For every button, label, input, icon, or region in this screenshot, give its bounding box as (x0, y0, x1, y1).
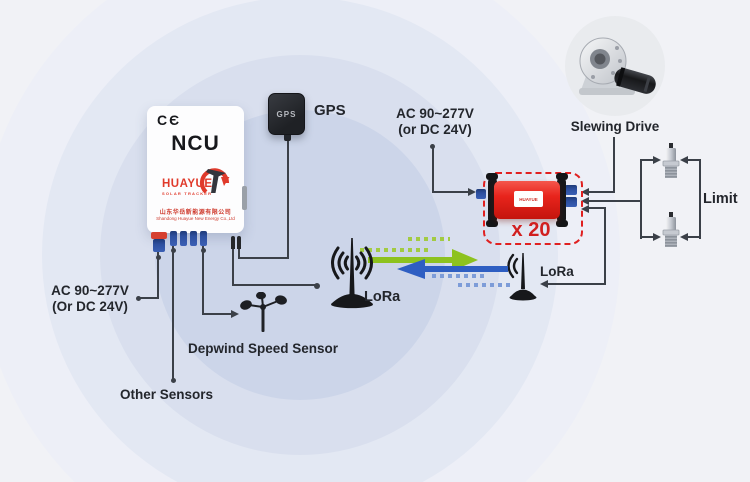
ncu-lora-link-h (232, 284, 316, 286)
arrow-to-limit-bottom-r (680, 233, 688, 241)
line-lora2-v (604, 207, 606, 285)
controller-clamp-left (488, 178, 497, 223)
other-sensors-label: Other Sensors (120, 387, 214, 402)
aux-pin-2 (237, 236, 241, 249)
power-left-line1: AC 90~277V (51, 283, 129, 298)
power-label-dot (136, 295, 141, 301)
line-limit-feed (589, 200, 641, 202)
line-lora2-h1 (589, 207, 606, 209)
company-name-cn: 山东华岳新能源有限公司 (159, 210, 232, 216)
power-right-line2: (or DC 24V) (398, 122, 472, 137)
gps-stub (283, 132, 291, 141)
wind-wire-v (202, 246, 204, 315)
slewing-drive-icon (579, 37, 656, 95)
power-right-line1: AC 90~277V (396, 106, 474, 121)
power-wire (157, 252, 159, 298)
line-slewing (613, 137, 615, 193)
arrow-into-controller-left (468, 188, 476, 196)
huayue-brand: HUAYUE (162, 178, 213, 190)
huayue-tagline: SOLAR TRACKER (162, 191, 213, 196)
ncu-box: CЄ NCU HUAYUE SOLAR TRACKER 山东华岳新能源有限公司 … (147, 106, 247, 233)
blue-arrow-shaft (425, 266, 508, 272)
green-dotted-line-1 (408, 237, 450, 241)
green-dotted-line-2 (360, 248, 428, 252)
blue-dotted-line-1 (432, 274, 488, 278)
limit-bracket-left-top-arm (640, 159, 654, 161)
wind-sensor-label: Depwind Speed Sensor (188, 341, 339, 356)
ncu-title: NCU (171, 132, 220, 155)
controller-bolt-2 (486, 220, 498, 227)
gps-module: GPS (268, 93, 305, 135)
limit-bracket-left-bottom-arm (640, 236, 654, 238)
power-right-line-h (431, 191, 470, 193)
arrow-to-right-lora (540, 280, 548, 288)
huayue-logo-icon (199, 168, 230, 194)
io-connector-4 (200, 231, 207, 246)
controller-right-connector-1 (565, 185, 577, 195)
power-left-label: AC 90~277V (Or DC 24V) (40, 283, 140, 315)
ce-mark: CЄ (157, 112, 182, 128)
company-name-en: Shandong Huayue New Energy Co.,Ltd (156, 216, 235, 221)
io-connector-3 (190, 231, 197, 246)
line-lora2-h2 (548, 283, 606, 285)
power-label-link (140, 297, 159, 299)
power-connector-body (153, 239, 165, 252)
other-sensors-end-dot (170, 378, 176, 383)
power-right-line-v (431, 148, 434, 193)
line-slewing-h (589, 191, 615, 193)
power-right-dot (430, 144, 435, 149)
gps-module-text: GPS (276, 109, 297, 119)
arrow-into-controller-bottom (581, 205, 589, 213)
arrow-to-limit-top-r (680, 156, 688, 164)
io-connector-2 (180, 231, 187, 246)
other-sensors-wire (172, 246, 174, 380)
ncu-side-tab (242, 186, 247, 210)
wind-wire-h (202, 313, 232, 315)
limit-bracket-right-top-arm (687, 159, 701, 161)
controller-bolt-1 (486, 173, 498, 180)
limit-switch-icon-top (662, 143, 680, 178)
ncu-lora-link-dot (314, 282, 320, 289)
power-connector (151, 232, 167, 239)
io-connector-1 (170, 231, 177, 246)
power-left-line2: (Or DC 24V) (52, 299, 128, 314)
controller-brand-label: HUAYUE (514, 191, 543, 207)
lora-right-antenna-icon (507, 253, 537, 301)
arrow-to-limit-top-l (653, 156, 661, 164)
gps-label: GPS (314, 102, 346, 119)
gps-link-v1 (238, 249, 240, 259)
wind-wire-bead (200, 248, 206, 253)
controller-right-connector-2 (565, 197, 577, 207)
blue-arrow-head (397, 259, 425, 279)
controller-clamp-right (557, 178, 566, 223)
lora-left-label: LoRa (364, 289, 401, 305)
arrow-into-controller-top (581, 188, 589, 196)
lora-left-antenna-icon (331, 238, 373, 309)
lora-right-label: LoRa (540, 264, 574, 279)
aux-pin-1 (231, 236, 235, 249)
limit-bracket-left (640, 159, 642, 239)
arrow-to-wind-sensor (231, 310, 239, 318)
wind-sensor-icon (240, 292, 287, 332)
power-right-label: AC 90~277V (or DC 24V) (385, 106, 485, 138)
blue-dotted-line-2 (458, 283, 512, 287)
controller-bolt-3 (556, 173, 568, 180)
limit-label: Limit (703, 191, 738, 207)
gps-link-h (238, 257, 289, 259)
green-arrow-head (452, 249, 478, 271)
limit-bracket-right (699, 159, 701, 239)
limit-switch-icon-bottom (662, 212, 680, 247)
slewing-drive-label: Slewing Drive (570, 119, 660, 134)
ncu-lora-link-v (232, 249, 234, 286)
power-wire-bead (155, 255, 161, 260)
other-sensors-bead (170, 248, 176, 253)
controller-left-connector (476, 189, 486, 199)
limit-bracket-right-bottom-arm (687, 236, 701, 238)
controller-multiplier: x 20 (511, 219, 551, 241)
arrow-into-controller-mid (581, 197, 589, 205)
controller-bolt-4 (556, 220, 568, 227)
arrow-to-limit-bottom-l (653, 233, 661, 241)
gps-link-v2 (287, 140, 289, 259)
